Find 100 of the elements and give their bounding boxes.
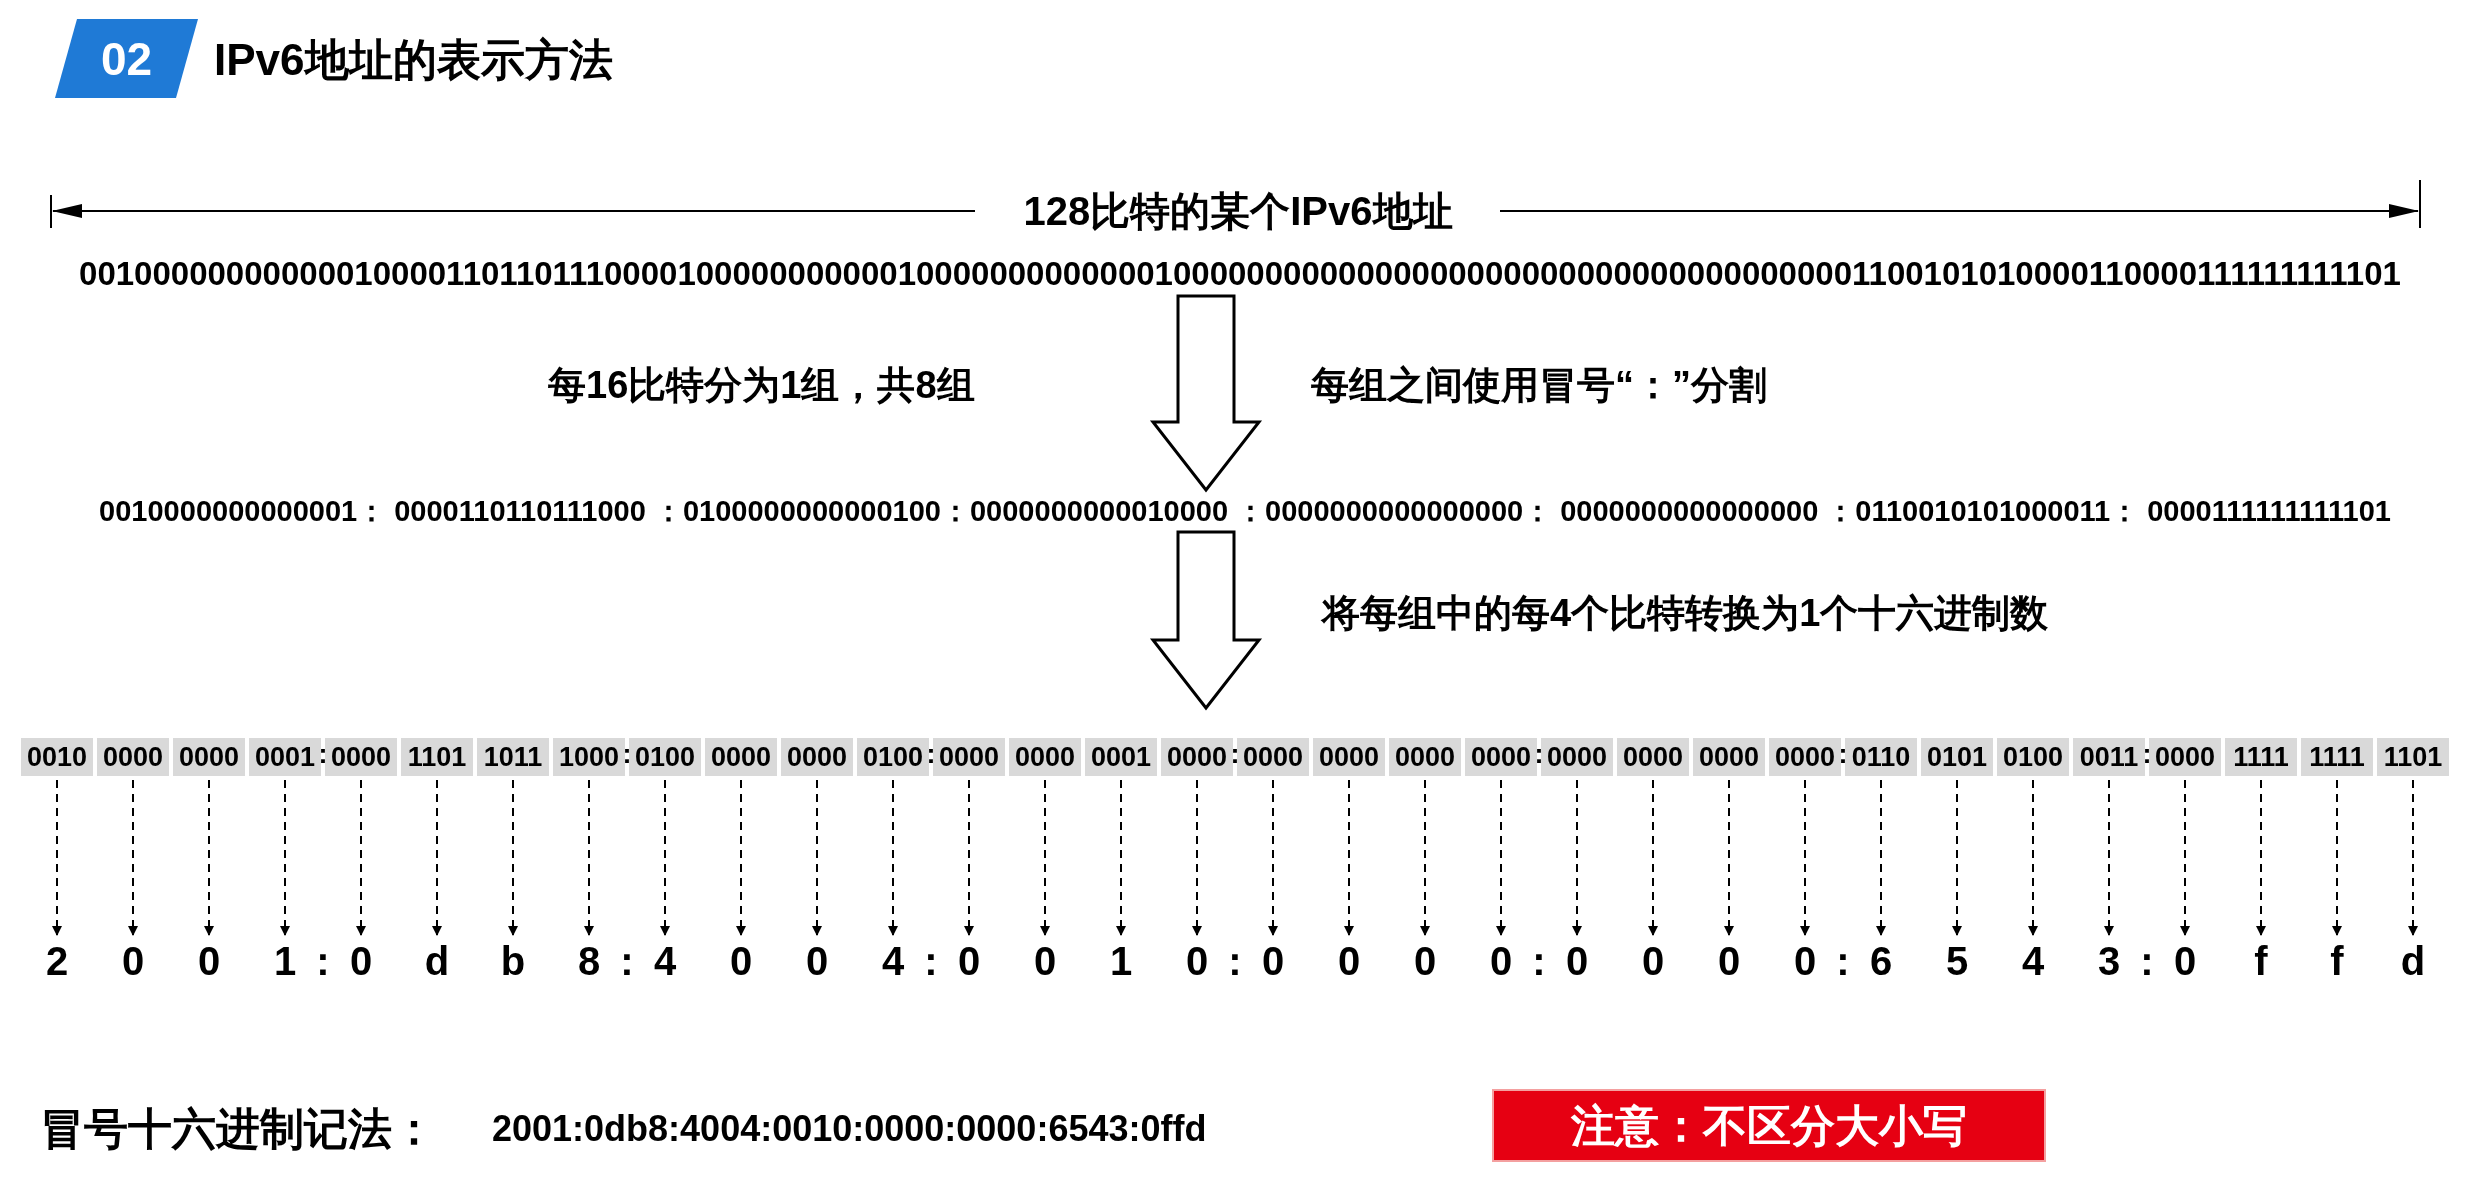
dashed-arrow <box>1192 779 1202 936</box>
bit-cell: 0000 <box>933 738 1005 776</box>
binary-text: 0010000000000001： 0000110110111000 ：0100000000000100：0000000000010000 ：0000000000000000： 0000000000000000 ：0110010101000011： 0000111111111101 <box>30 494 2460 528</box>
bit-cell: 1111 <box>2301 738 2373 776</box>
hex-digit: 0 <box>792 939 842 983</box>
hex-digit: 0 <box>1552 939 1602 983</box>
bit-cell: 0001 <box>1085 738 1157 776</box>
dashed-arrow <box>1268 779 1278 936</box>
step-label: 将每组中的每4个比特转换为1个十六进制数 <box>1322 594 2049 632</box>
dashed-arrow <box>812 779 822 936</box>
hex-digit: 0 <box>1324 939 1374 983</box>
hex-digit: 0 <box>1400 939 1450 983</box>
hex-digit: 0 <box>1248 939 1298 983</box>
dashed-arrow <box>432 779 442 936</box>
dashed-arrow <box>1952 779 1962 936</box>
bit-cell: 0010 <box>21 738 93 776</box>
bit-cell: 0000 <box>97 738 169 776</box>
bit-cell: 1011 <box>477 738 549 776</box>
bit-cell: 1000 <box>553 738 625 776</box>
dashed-arrow <box>2256 779 2266 936</box>
bit-cell: 0000 <box>1161 738 1233 776</box>
hex-digit: 1 <box>1096 939 1146 983</box>
dashed-arrow <box>888 779 898 936</box>
hex-digit: d <box>412 939 462 983</box>
bit-cell: 0000 <box>1009 738 1081 776</box>
hex-digit: 5 <box>1932 939 1982 983</box>
dashed-arrow <box>1344 779 1354 936</box>
note-box: 注意：不区分大小写 <box>1492 1089 2046 1162</box>
dashed-arrow <box>2332 779 2342 936</box>
bit-cell: 0000 <box>1693 738 1765 776</box>
dashed-arrow <box>1800 779 1810 936</box>
bit-cell: 0000 <box>1769 738 1841 776</box>
hex-digit: f <box>2312 939 2362 983</box>
bit-cell: 0000 <box>705 738 777 776</box>
colon: : <box>1838 741 1848 768</box>
dashed-arrow <box>1040 779 1050 936</box>
hex-digit: f <box>2236 939 2286 983</box>
bit-cell: 0000 <box>1465 738 1537 776</box>
bit-cell: 0000 <box>173 738 245 776</box>
dashed-arrow <box>1648 779 1658 936</box>
dashed-arrow <box>356 779 366 936</box>
bit-cell: 0101 <box>1921 738 1993 776</box>
hex-digit: 8 <box>564 939 614 983</box>
dashed-arrow <box>52 779 62 936</box>
dashed-arrow <box>1116 779 1126 936</box>
hex-digit: 0 <box>1780 939 1830 983</box>
hex-digit: 0 <box>944 939 994 983</box>
bit-cell: 0000 <box>1313 738 1385 776</box>
dashed-arrow <box>1572 779 1582 936</box>
hex-digit: 6 <box>1856 939 1906 983</box>
bit-cell: 0000 <box>1617 738 1689 776</box>
dashed-arrow <box>964 779 974 936</box>
dashed-arrow <box>736 779 746 936</box>
hex-digit: 2 <box>32 939 82 983</box>
colon: : <box>1534 741 1544 768</box>
hex-digit: 4 <box>640 939 690 983</box>
colon: : <box>2140 941 2154 981</box>
hex-digit: 0 <box>1020 939 1070 983</box>
dashed-arrow <box>1876 779 1886 936</box>
hex-digit: 4 <box>2008 939 2058 983</box>
number-badge: 02 <box>55 19 198 98</box>
dashed-arrow <box>2408 779 2418 936</box>
hex-digit: 3 <box>2084 939 2134 983</box>
colon: : <box>318 741 328 768</box>
bit-cell: 0100 <box>1997 738 2069 776</box>
bit-cell: 0001 <box>249 738 321 776</box>
bit-cell: 0011 <box>2073 738 2145 776</box>
bit-cell: 0000 <box>1237 738 1309 776</box>
hex-digit: 4 <box>868 939 918 983</box>
bit-cell: 0000 <box>1541 738 1613 776</box>
hollow-arrow <box>1149 294 1263 493</box>
dashed-arrow <box>584 779 594 936</box>
colon: : <box>316 941 330 981</box>
dashed-arrow <box>1420 779 1430 936</box>
dashed-arrow <box>2104 779 2114 936</box>
colon: : <box>1230 741 1240 768</box>
hex-digit: 0 <box>336 939 386 983</box>
hex-digit: b <box>488 939 538 983</box>
hex-digit: d <box>2388 939 2438 983</box>
bit-cell: 0000 <box>2149 738 2221 776</box>
step-label: 每16比特分为1组，共8组 <box>548 366 975 404</box>
colon: : <box>1532 941 1546 981</box>
hex-digit: 0 <box>184 939 234 983</box>
colon: : <box>1836 941 1850 981</box>
bit-cell: 0100 <box>857 738 929 776</box>
hex-digit: 1 <box>260 939 310 983</box>
colon: : <box>620 941 634 981</box>
colon: : <box>924 941 938 981</box>
title: IPv6地址的表示方法 <box>214 38 613 82</box>
colon: : <box>926 741 936 768</box>
binary-text: 00100000000000010000110110111000010000000000010000000000000100000000000000000000000000000000000001100101010000110000111111111101 <box>40 254 2440 292</box>
dashed-arrow <box>1496 779 1506 936</box>
bit-cell: 0000 <box>325 738 397 776</box>
hollow-arrow <box>1149 530 1263 711</box>
bit-cell: 0100 <box>629 738 701 776</box>
dashed-arrow <box>1724 779 1734 936</box>
dashed-arrow <box>660 779 670 936</box>
hex-digit: 0 <box>108 939 158 983</box>
bit-cell: 1111 <box>2225 738 2297 776</box>
hex-digit: 0 <box>1172 939 1222 983</box>
